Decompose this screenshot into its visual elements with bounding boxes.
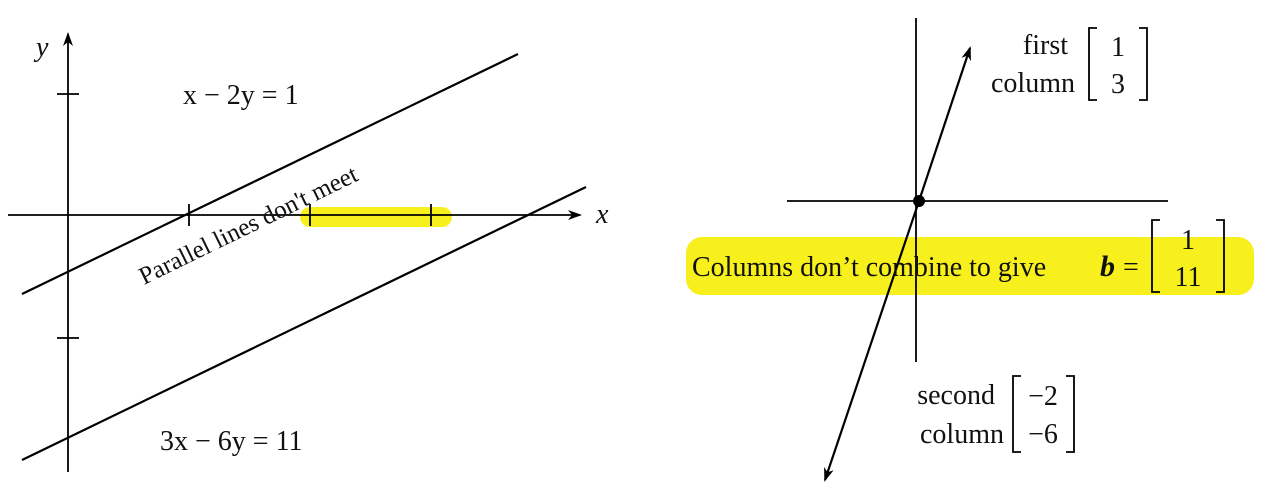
b-caption: Columns don’t combine to give: [692, 252, 1046, 283]
equation-1: x − 2y = 1: [183, 80, 299, 111]
y-axis-label: y: [33, 32, 49, 63]
column-picture: first column 1 3 Columns don’t combine t…: [686, 18, 1254, 482]
second-column-label-2: column: [920, 419, 1004, 450]
b-symbol: b: [1100, 250, 1115, 283]
first-column-right-bracket: [1139, 27, 1148, 101]
second-column-entry-1: −2: [1028, 381, 1058, 412]
origin-point: [913, 195, 925, 207]
caption-highlight: [686, 237, 1254, 295]
b-equals: =: [1123, 252, 1139, 283]
first-column-label-2: column: [991, 68, 1075, 99]
first-column-label-1: first: [1023, 30, 1068, 61]
first-column-left-bracket: [1088, 27, 1097, 101]
second-column-label-1: second: [917, 380, 995, 411]
axis-highlight: [300, 207, 452, 227]
row-picture: y x x − 2y = 1 3x − 6y = 11 Parallel lin…: [8, 32, 609, 472]
b-entry-2: 11: [1175, 262, 1202, 293]
first-column-entry-2: 3: [1111, 69, 1125, 100]
first-column-vector: [917, 46, 972, 202]
x-axis-label: x: [595, 199, 609, 230]
second-column-left-bracket: [1012, 375, 1021, 453]
second-column-right-bracket: [1066, 375, 1075, 453]
equation-2: 3x − 6y = 11: [160, 426, 303, 457]
second-column-vector: [823, 200, 921, 482]
b-left-bracket: [1151, 219, 1160, 293]
first-column-entry-1: 1: [1111, 32, 1125, 63]
second-column-entry-2: −6: [1028, 419, 1058, 450]
b-right-bracket: [1216, 219, 1225, 293]
line-3x-6y-11: [21, 186, 587, 461]
b-entry-1: 1: [1181, 225, 1195, 256]
line-x-2y-1: [21, 53, 519, 295]
